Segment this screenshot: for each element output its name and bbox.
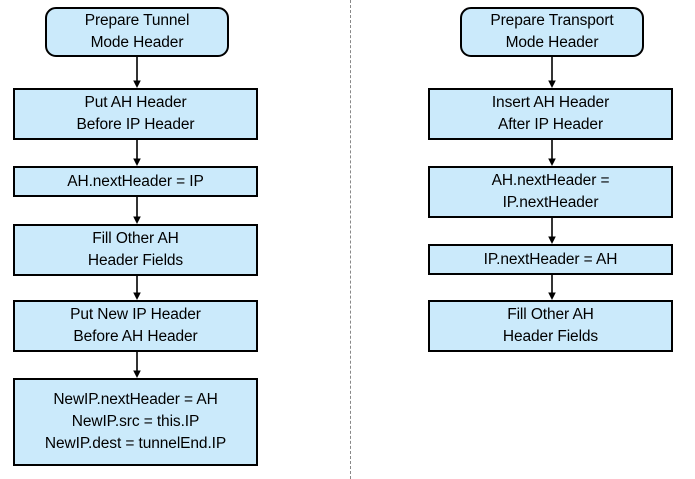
node-label-line: After IP Header [497,116,604,133]
arrow-tunnel-start-to-put-ah [129,57,145,88]
node-label-line: IP.nextHeader [502,194,599,211]
node-label-line: NewIP.src = this.IP [71,413,200,430]
node-label-line: Put New IP Header [70,306,201,323]
arrow-tunnel-put-ah-to-ah-next [129,140,145,166]
node-ah-nextheader-equals-ip[interactable]: AH.nextHeader = IP [13,166,258,197]
node-newip-field-assignments[interactable]: NewIP.nextHeader = AH NewIP.src = this.IP… [13,378,258,466]
node-label-line: Fill Other AH [92,230,179,247]
node-label-line: Before AH Header [73,328,198,345]
node-label-line: Before IP Header [76,116,195,133]
node-label-line: Header Fields [502,328,599,345]
arrow-transport-ip-next-to-fill-other [544,275,560,300]
arrow-transport-insert-ah-to-ah-next [544,140,560,166]
node-ah-nextheader-equals-ip-nextheader[interactable]: AH.nextHeader = IP.nextHeader [428,166,673,218]
vertical-dashed-divider [350,0,351,479]
node-label-line: Header Fields [87,252,184,269]
node-label-line: Insert AH Header [491,94,610,111]
node-label-line: NewIP.nextHeader = AH [53,391,218,408]
node-label-line: Mode Header [90,34,184,51]
arrow-transport-ah-next-to-ip-next [544,218,560,244]
arrow-tunnel-put-new-ip-to-newip-fields [129,352,145,378]
node-fill-other-ah-header-fields[interactable]: Fill Other AH Header Fields [13,224,258,276]
node-label-line: Prepare Tunnel [84,12,190,29]
node-label-line: NewIP.dest = tunnelEnd.IP [44,435,227,452]
node-label-line: IP.nextHeader = AH [483,250,618,268]
arrow-tunnel-ah-next-to-fill-other [129,197,145,224]
node-fill-other-ah-header-fields[interactable]: Fill Other AH Header Fields [428,300,673,352]
node-label-line: Put AH Header [84,94,187,111]
node-label-line: AH.nextHeader = IP [67,172,204,190]
node-ip-nextheader-equals-ah[interactable]: IP.nextHeader = AH [428,244,673,275]
node-label-line: Fill Other AH [507,306,594,323]
arrow-transport-start-to-insert-ah [544,57,560,88]
node-label-line: Prepare Transport [490,12,614,29]
node-label-line: Mode Header [505,34,599,51]
arrow-tunnel-fill-other-to-put-new-ip [129,276,145,300]
node-label-line: AH.nextHeader = [491,172,610,189]
